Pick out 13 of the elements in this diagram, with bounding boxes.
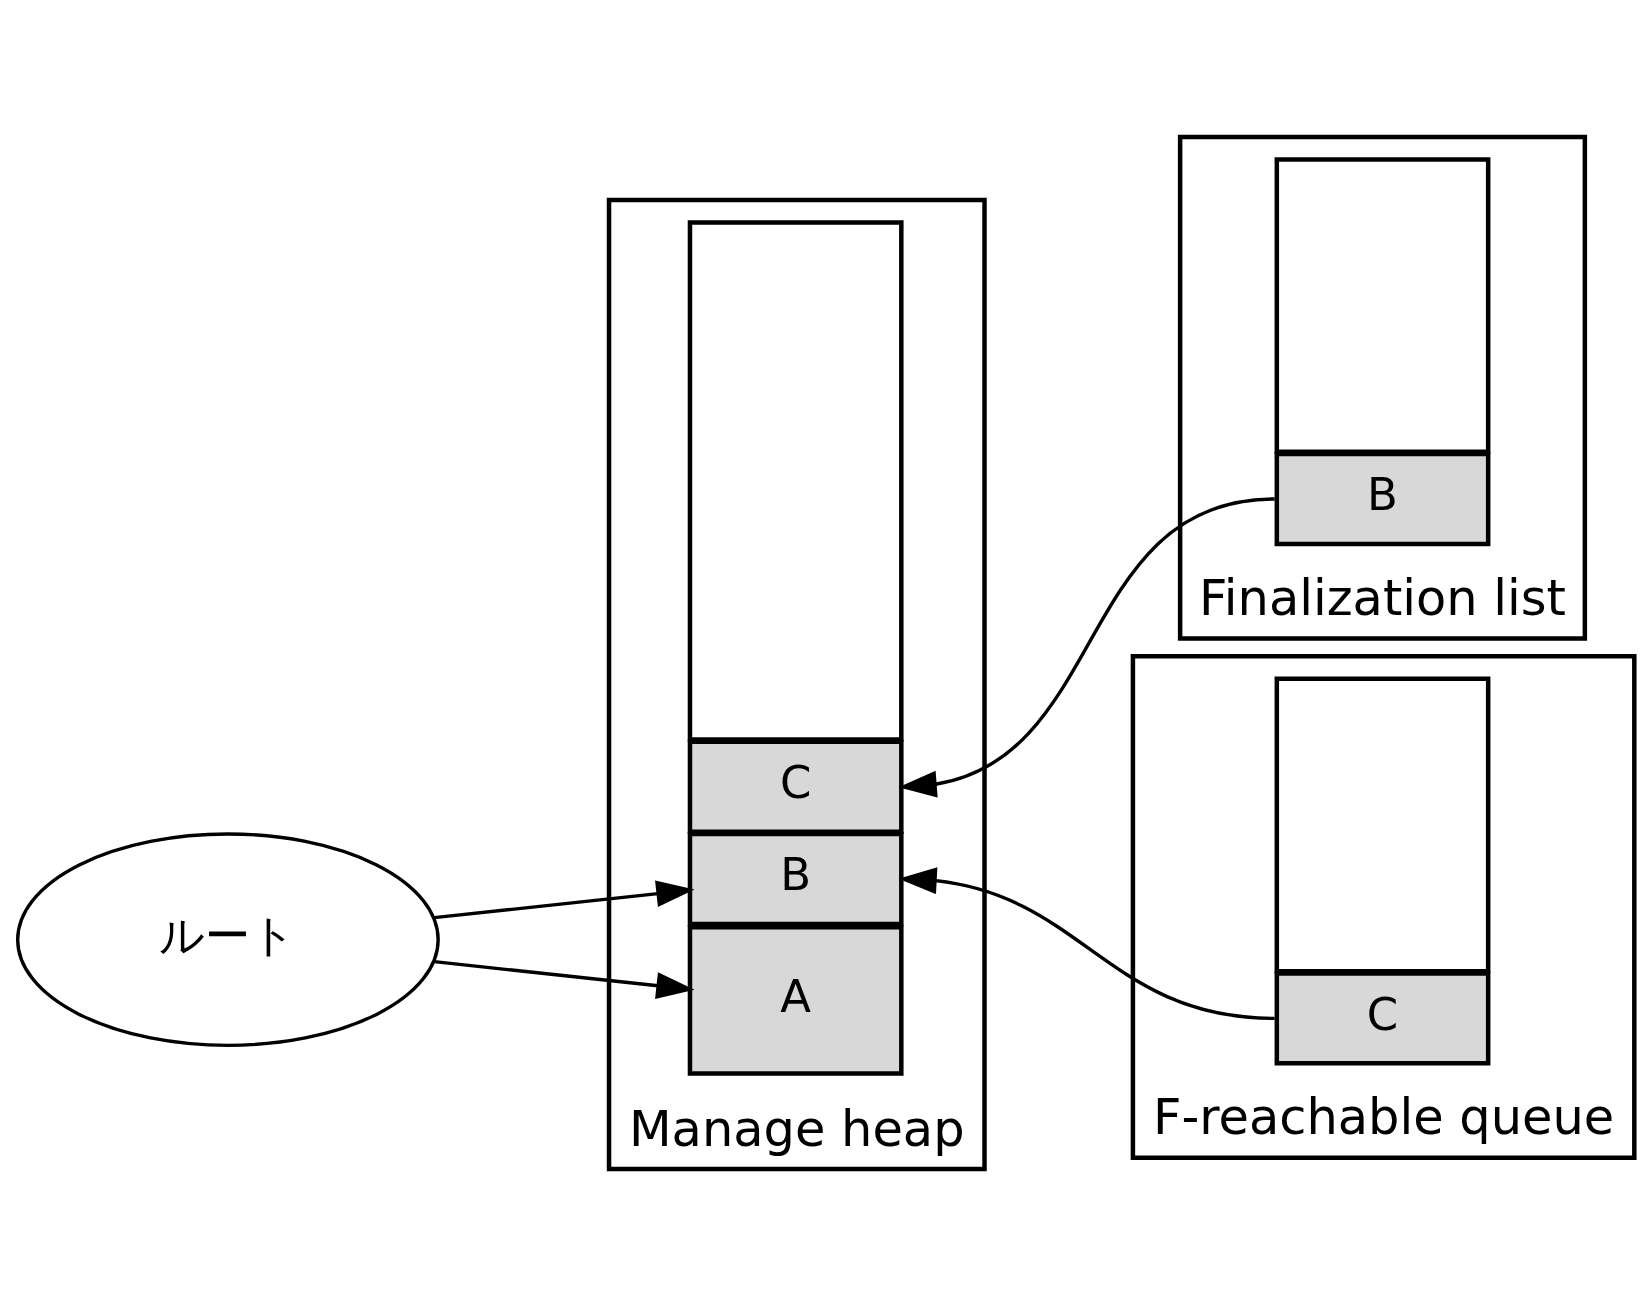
node-box: C — [687, 739, 904, 834]
arrow — [898, 867, 1275, 1021]
node-box — [1274, 157, 1491, 454]
arrow — [898, 497, 1275, 798]
node-box: B — [687, 831, 904, 927]
arrow — [434, 960, 695, 999]
node-ellipse: ルート — [16, 832, 440, 1048]
node-box: C — [1274, 971, 1491, 1066]
node-box: B — [1274, 451, 1491, 547]
node-box — [687, 220, 904, 742]
arrow — [434, 880, 695, 920]
node-box: A — [687, 925, 904, 1076]
node-box — [1274, 676, 1491, 974]
